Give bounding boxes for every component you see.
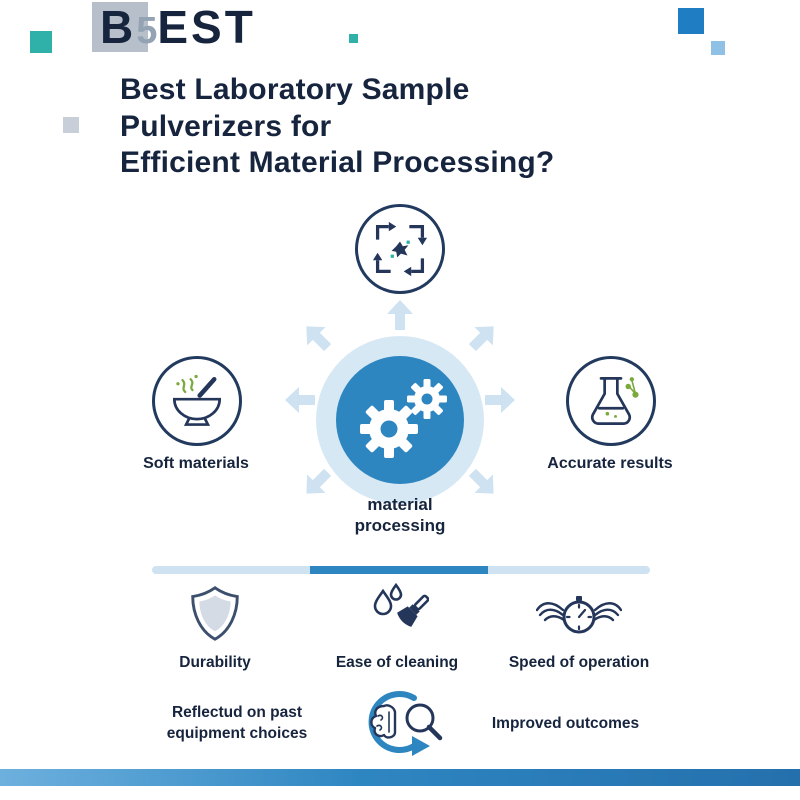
node-accurate-results [566,356,656,446]
hub-arrow-up [382,297,418,333]
feature-speed: Speed of operation [489,580,669,672]
bottom-left-line-2: equipment choices [166,724,308,742]
gears-icon [360,379,447,458]
logo-digit-5: 5 [136,10,158,52]
hub-arrow-right [482,382,518,418]
divider-bar-fill [310,566,488,574]
hub-arrow-down-right [458,458,509,509]
feature-durability: Durability [125,580,305,672]
hub-arrow-up-left [292,312,343,363]
arrow-left-icon [285,387,315,413]
title-line-2: Pulverizers for [120,109,332,143]
decor-square-gray-logo [92,2,148,52]
arrow-up-icon [387,300,413,330]
decor-square-teal-tiny [349,34,358,43]
divider-bar [152,566,650,574]
hub-center [336,356,464,484]
decor-square-blue [678,8,704,34]
hub-arrow-down-left [292,458,343,509]
hub-label: material processing [312,494,488,537]
feature-cleaning-icon-wrap [307,580,487,646]
pulverizer-crusher-icon [372,221,428,277]
hub-arrow-left [282,382,318,418]
arrow-up-right-icon [468,326,494,352]
flask-molecules-icon [590,376,639,426]
hub-label-line-2: processing [354,516,446,536]
label-soft-materials: Soft materials [143,455,249,472]
hub-arrow-up-right [458,312,509,363]
node-soft-materials [152,356,242,446]
feature-durability-icon-wrap [125,580,305,646]
bottom-right-text: Improved outcomes [491,715,640,732]
decor-square-teal [30,31,52,53]
feature-speed-icon-wrap [489,580,669,646]
label-accurate-results: Accurate results [547,455,673,472]
logo-letter-b: B [100,1,137,53]
bottom-left-text: Reflectud on past equipment choices [130,703,344,745]
arrow-down-right-icon [468,468,494,494]
page-title: Best Laboratory Sample Pulverizers for E… [120,72,740,182]
arrow-down-left-icon [306,468,332,494]
node-pulverizer [355,204,445,294]
bottom-accent-bar [0,769,800,786]
bottom-center-icon-wrap [338,682,462,773]
brain-magnifier-cycle-icon [368,691,443,756]
feature-cleaning-label: Ease of cleaning [335,654,459,671]
title-line-1: Best Laboratory Sample [120,73,470,106]
feature-speed-label: Speed of operation [508,654,650,671]
hub-label-line-1: material [367,495,433,514]
mortar-pestle-icon [172,374,222,426]
decor-square-gray-small [63,117,79,133]
bottom-left-line-1: Reflectud on past [171,704,303,721]
winged-stopwatch-icon [536,596,622,634]
arrow-right-icon [485,387,515,413]
logo-letters-est: EST [157,1,256,53]
logo: B5EST [100,4,256,50]
feature-ease-of-cleaning: Ease of cleaning [307,580,487,672]
water-drops-brush-icon [373,582,429,627]
feature-durability-label: Durability [179,654,251,671]
decor-square-blue-small [711,41,725,55]
arrow-up-left-icon [306,326,332,352]
title-line-3: Efficient Material Processing? [120,146,555,180]
shield-icon [191,586,239,641]
